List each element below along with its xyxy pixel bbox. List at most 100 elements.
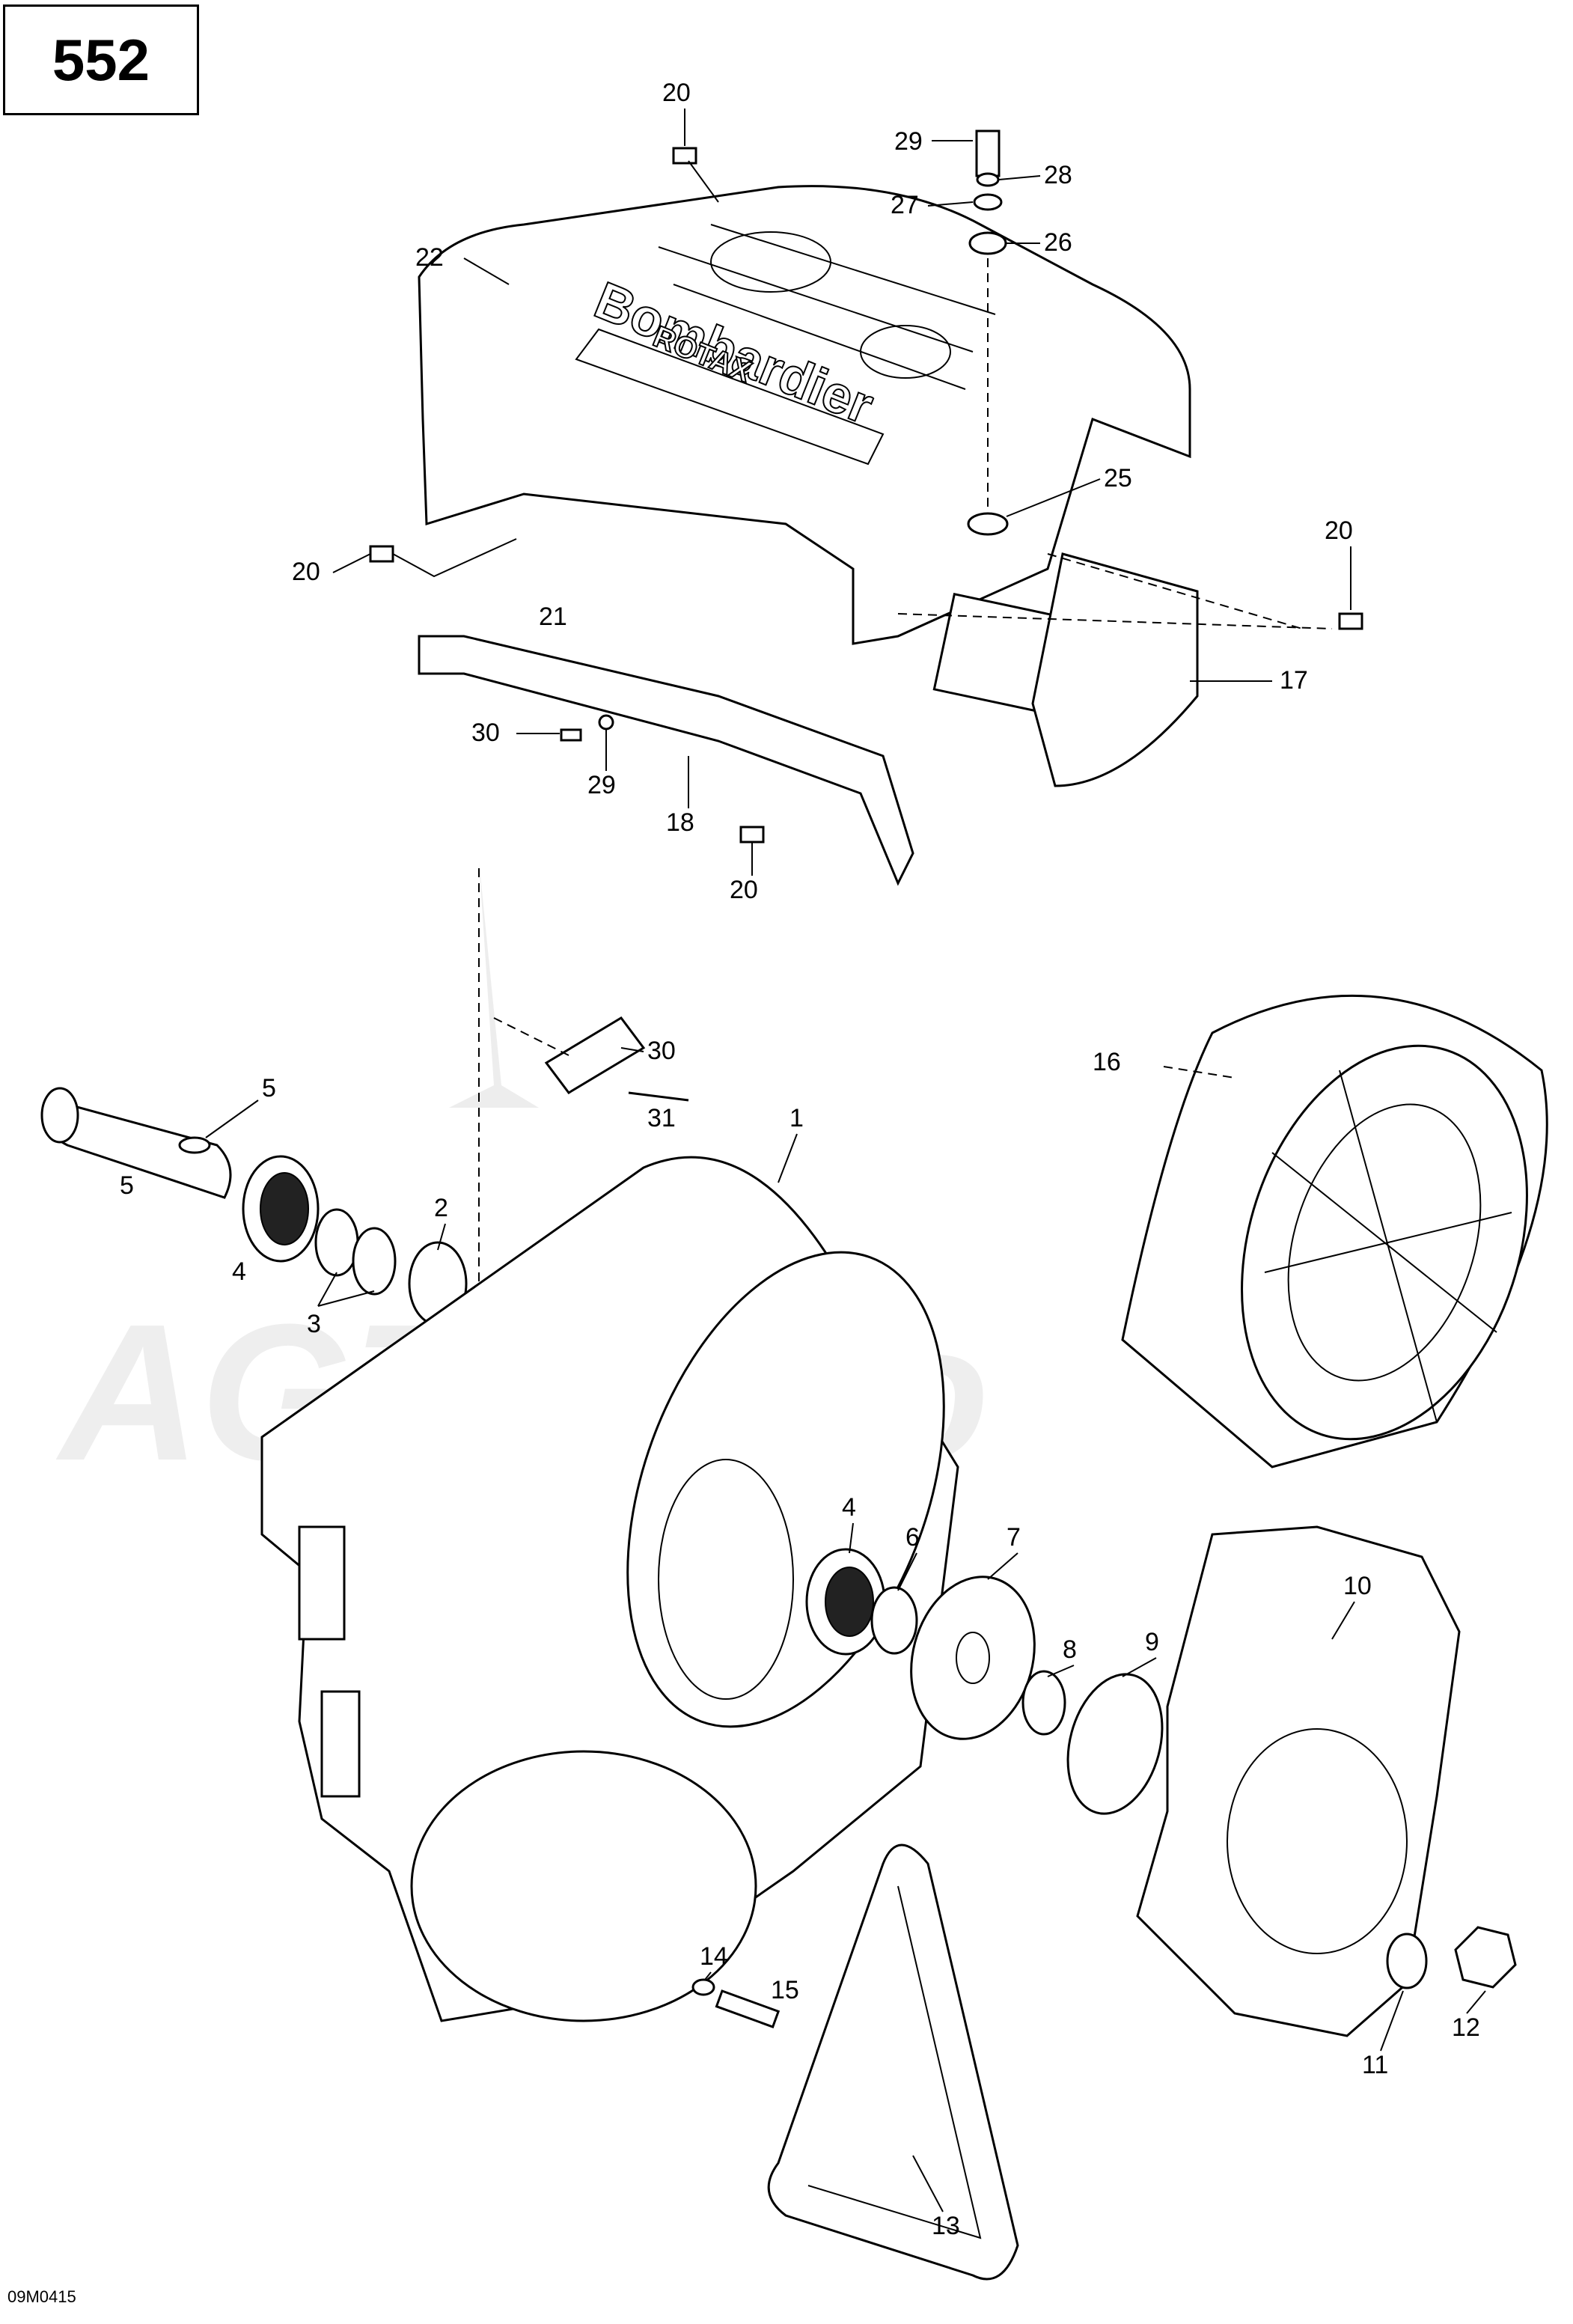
leader-17 [1163,1066,1236,1079]
fan-11-hub [1227,1728,1408,1954]
logo-panel [575,328,885,466]
washer-15 [691,1978,715,1996]
callout-8: 7 [1007,1523,1021,1552]
shaft-5-end [40,1087,79,1144]
leader-22 [463,257,510,285]
callout-20-left: 20 [292,558,320,586]
callout-15: 14 [700,1942,728,1971]
callout-23: 25 [1104,464,1132,492]
leader-14 [912,2155,944,2212]
lockwasher-12 [1386,1933,1428,1989]
callout-30: 30 [647,1037,676,1065]
leader-25 [927,201,974,207]
leader-26 [998,175,1041,180]
callout-19: 18 [666,808,694,837]
callout-16: 15 [771,1976,799,2004]
screw-29 [560,728,582,742]
washer-28 [598,714,614,731]
housing-1 [260,1156,959,2022]
callout-20-top: 20 [662,79,691,107]
fan-drive-assembly [691,1525,1517,2281]
nut-13 [1454,1926,1517,1989]
screw-20-bottom [739,826,765,844]
washer-24 [968,231,1007,255]
belt-14 [767,1843,1019,2281]
leader-30 [620,1047,644,1052]
leader-6 [205,1100,259,1138]
leader-1 [778,1133,798,1183]
leader-13 [1466,1990,1486,2014]
pulley-half-8 [910,1576,1036,1740]
callout-12: 11 [1362,2051,1388,2079]
watermark-tower-icon [449,861,539,1108]
shim-3a [314,1208,359,1277]
fan-cowl-assembly: Bombardier ROTAX [418,185,1199,787]
callout-5: 5 [120,1171,134,1200]
page-number: 552 [3,4,199,115]
callout-labels: 20 29 28 27 26 22 25 20 20 21 17 30 29 1… [120,79,1480,2240]
pulley-half-8-hub [956,1632,990,1684]
bolt-27 [975,129,1001,177]
callout-27: 29 [894,127,923,156]
callout-10: 9 [1145,1628,1159,1656]
clamp-30 [544,1016,646,1094]
callout-9: 8 [1063,1635,1077,1664]
callout-28: 29 [587,771,616,799]
callout-18: 17 [1280,666,1308,695]
clamp-assembly [493,1016,689,1102]
belt-14-inner [807,1885,982,2239]
housing-slot-2 [320,1690,361,1798]
callout-24: 26 [1044,228,1072,257]
screw-20-right [1338,612,1363,630]
lower-trim-19 [418,635,914,886]
housing-hub [658,1459,794,1700]
callout-11: 10 [1343,1572,1372,1600]
leader-10 [1122,1657,1157,1677]
screw-16 [715,1989,781,2028]
leader-11 [1331,1601,1355,1640]
shaft-assembly [40,1087,468,1326]
screw-20-top [672,147,697,165]
callout-29: 30 [471,719,500,747]
leader-4-lower [849,1522,854,1554]
callout-21: 21 [539,603,567,631]
callout-1: 1 [789,1104,804,1132]
callout-17: 16 [1093,1048,1121,1076]
shim-3b [352,1227,397,1296]
pulley-half-10 [1066,1673,1164,1815]
screw-31 [628,1091,689,1102]
cowl-slots [658,224,996,390]
spacer-9 [1021,1670,1066,1736]
callout-26: 28 [1044,161,1072,189]
guide-clamp [493,1017,569,1056]
leader-23 [1006,478,1101,517]
fan-shroud-17 [1121,994,1548,1468]
leader-2 [437,1223,446,1251]
bearing-4-top-race [260,1172,309,1245]
leader-20-top-bend [688,160,719,203]
callout-6: 5 [262,1074,276,1102]
screw-20-left [369,545,394,563]
top-hardware [369,129,1363,844]
callout-4-lower: 4 [842,1493,856,1522]
callout-7: 6 [905,1523,920,1552]
leader-7 [897,1552,917,1591]
leader-8 [987,1552,1018,1580]
fan-housing-18 [1031,552,1199,787]
leader-20-left [332,553,371,573]
callout-13: 12 [1452,2013,1480,2042]
washer-26 [976,172,1000,187]
callout-31: 31 [647,1104,676,1132]
bearing-4-lower-race [825,1567,874,1637]
leader-20-left-bend [392,538,517,578]
diagram-reference-code: 09M0415 [7,2287,76,2306]
callout-25: 27 [891,191,919,219]
leader-lines [205,109,1486,2212]
washer-25 [973,193,1003,211]
housing-slot [298,1525,346,1641]
callout-14: 13 [932,2212,960,2240]
key-6 [178,1136,211,1154]
fan-11 [1136,1525,1461,2037]
